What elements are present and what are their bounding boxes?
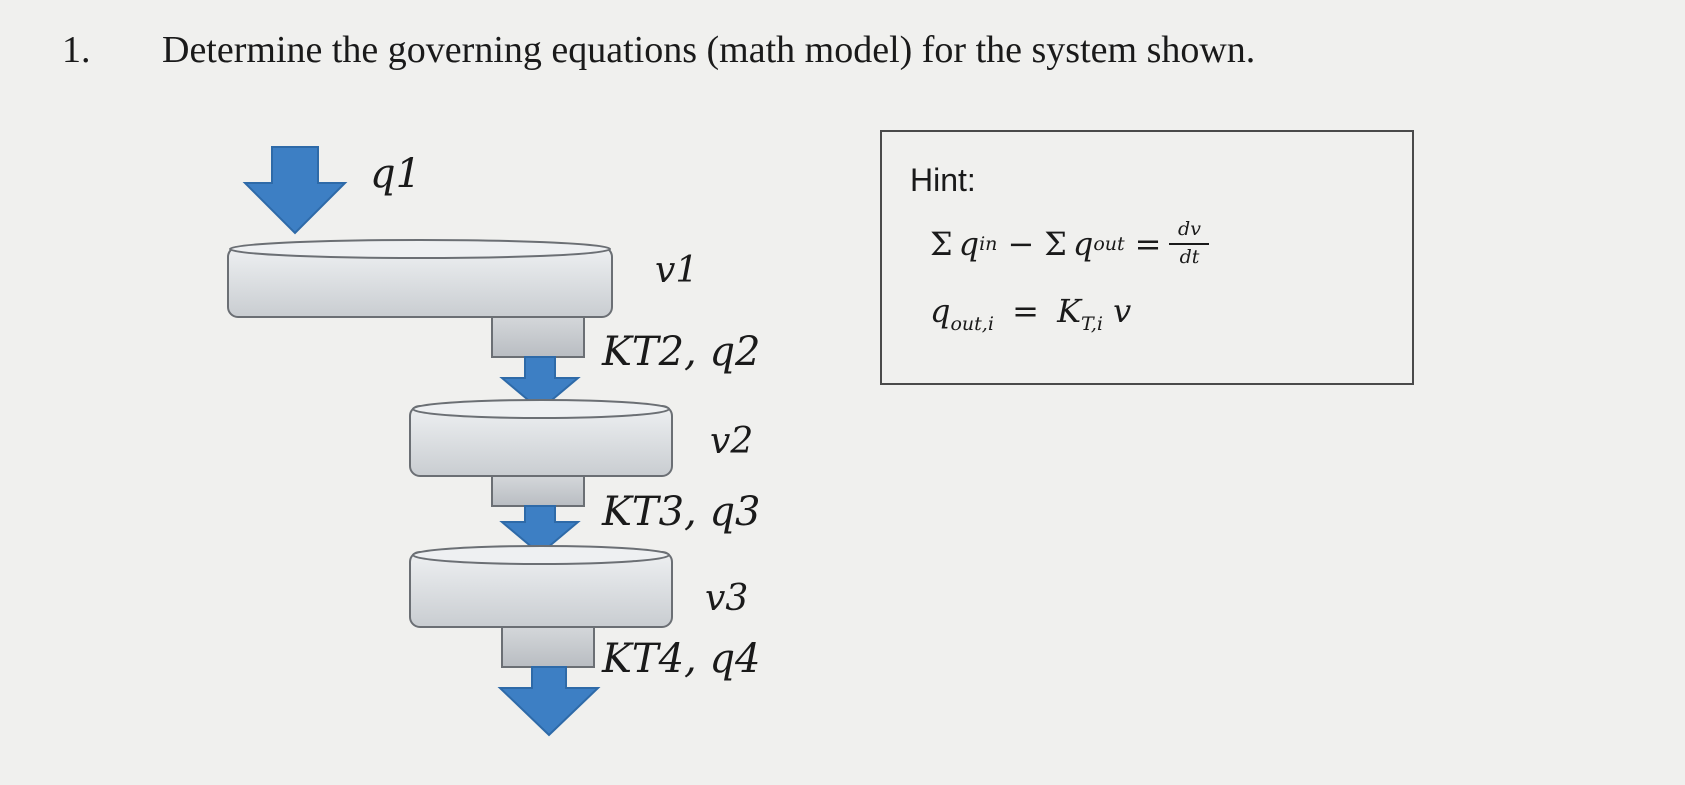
outflow-arrow-1-icon xyxy=(499,356,581,412)
inflow-arrow-icon xyxy=(242,146,348,235)
minus-sign: − xyxy=(1007,224,1035,263)
outlet-2-label: KT3, q3 xyxy=(601,489,761,535)
q-out-subscript: out xyxy=(1093,232,1125,255)
tank-3 xyxy=(409,545,673,628)
tank-1 xyxy=(227,239,613,318)
outflow-arrow-3-icon xyxy=(497,666,601,737)
tank-2-volume-label: v2 xyxy=(710,421,753,462)
sum-symbol: Σ xyxy=(930,224,953,263)
equals-sign-2: = xyxy=(1012,292,1039,330)
tank-2 xyxy=(409,399,673,477)
k-symbol: K xyxy=(1057,292,1081,330)
tank-1-volume-label: v1 xyxy=(655,250,698,291)
equals-sign: = xyxy=(1134,224,1162,263)
k-subscript: T,i xyxy=(1080,313,1103,335)
outlet-pipe-3 xyxy=(501,626,595,668)
q-out-symbol: q xyxy=(1072,224,1094,263)
dv-dt-fraction: dv dt xyxy=(1169,218,1210,268)
outlet-1-label: KT2, q2 xyxy=(601,329,761,375)
q-in-symbol: q xyxy=(958,224,980,263)
hint-box: Hint: Σ q in − Σ q out = dv dt qout,i = … xyxy=(880,130,1414,385)
tank-3-volume-label: v3 xyxy=(705,578,748,619)
v-symbol: v xyxy=(1113,292,1132,330)
q-in-subscript: in xyxy=(979,232,998,255)
outlet-pipe-2 xyxy=(491,475,585,507)
question-text: Determine the governing equations (math … xyxy=(162,29,1256,71)
q-symbol: q xyxy=(930,292,951,330)
q-out-i-subscript: out,i xyxy=(950,313,994,335)
fraction-denominator: dt xyxy=(1179,245,1200,268)
sum-symbol-2: Σ xyxy=(1044,224,1067,263)
fraction-numerator: dv xyxy=(1178,218,1201,240)
inflow-label: q1 xyxy=(370,151,421,197)
outlet-3-label: KT4, q4 xyxy=(601,636,761,682)
outlet-pipe-1 xyxy=(491,316,585,358)
fraction-bar xyxy=(1169,242,1210,245)
outflow-equation: qout,i = KT,i v xyxy=(930,292,1131,335)
hint-title: Hint: xyxy=(910,162,976,198)
question-number: 1. xyxy=(62,29,91,71)
mass-balance-equation: Σ q in − Σ q out = dv dt xyxy=(930,218,1210,268)
outflow-arrow-2-icon xyxy=(499,505,581,556)
